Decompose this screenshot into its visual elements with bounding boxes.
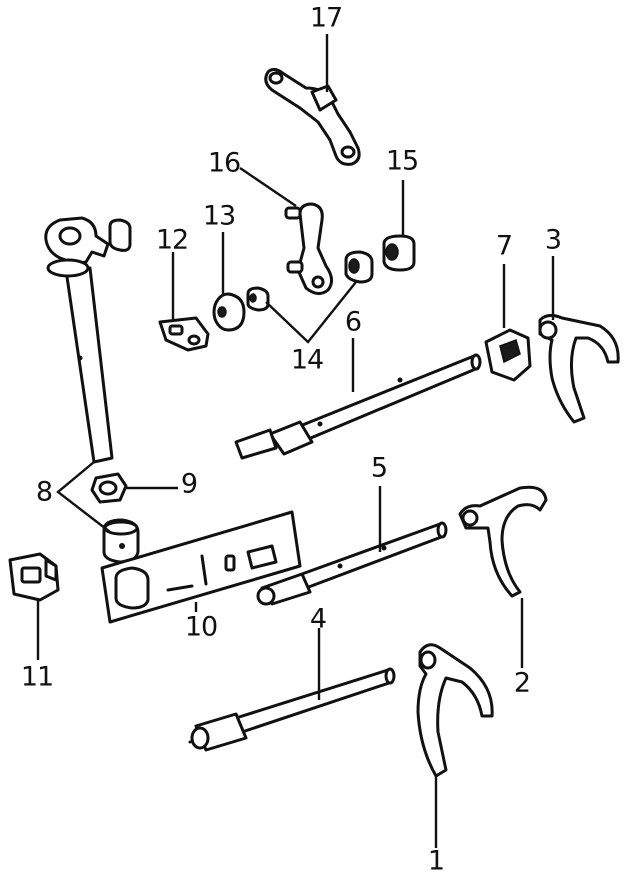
part-9-nut bbox=[90, 472, 128, 504]
leader-8 bbox=[56, 461, 111, 533]
speck bbox=[188, 740, 192, 744]
callout-17: 17 bbox=[309, 2, 343, 34]
callout-5: 5 bbox=[370, 452, 388, 484]
part-13-ring bbox=[212, 292, 246, 332]
callout-1: 1 bbox=[427, 845, 445, 877]
callout-2: 2 bbox=[513, 667, 531, 699]
part-1-shift-fork bbox=[416, 643, 494, 778]
leader-16 bbox=[239, 167, 297, 207]
callout-11: 11 bbox=[20, 661, 54, 693]
callout-15: 15 bbox=[385, 145, 419, 177]
part-14-bushing bbox=[246, 250, 374, 312]
callout-13: 13 bbox=[202, 200, 236, 232]
part-6-shift-rail bbox=[234, 353, 482, 460]
part-7-shift-block bbox=[484, 328, 532, 382]
leader-lines bbox=[36, 34, 555, 848]
part-12-bracket bbox=[158, 316, 210, 352]
part-10-repair-kit bbox=[100, 510, 302, 624]
part-5-shift-rail bbox=[256, 521, 448, 606]
part-3-shift-fork bbox=[538, 313, 620, 424]
part-2-shift-fork bbox=[458, 485, 548, 598]
callout-10: 10 bbox=[184, 611, 218, 643]
callout-8: 8 bbox=[35, 476, 53, 508]
part-11-clip bbox=[8, 552, 60, 602]
leader-14 bbox=[265, 281, 357, 344]
callout-9: 9 bbox=[180, 468, 198, 500]
part-17-lever-arm bbox=[264, 67, 361, 166]
callout-16: 16 bbox=[207, 147, 241, 179]
callout-6: 6 bbox=[344, 306, 362, 338]
part-8-shift-shaft bbox=[44, 216, 132, 464]
part-8-sleeve bbox=[102, 518, 140, 564]
callout-14: 14 bbox=[290, 344, 324, 376]
callout-7: 7 bbox=[495, 230, 513, 262]
callout-3: 3 bbox=[544, 224, 562, 256]
callout-4: 4 bbox=[309, 603, 327, 635]
callout-12: 12 bbox=[155, 224, 189, 256]
part-15-bushing bbox=[382, 234, 416, 272]
part-4-shift-rail bbox=[190, 667, 396, 752]
part-16-link-lever bbox=[284, 202, 333, 295]
